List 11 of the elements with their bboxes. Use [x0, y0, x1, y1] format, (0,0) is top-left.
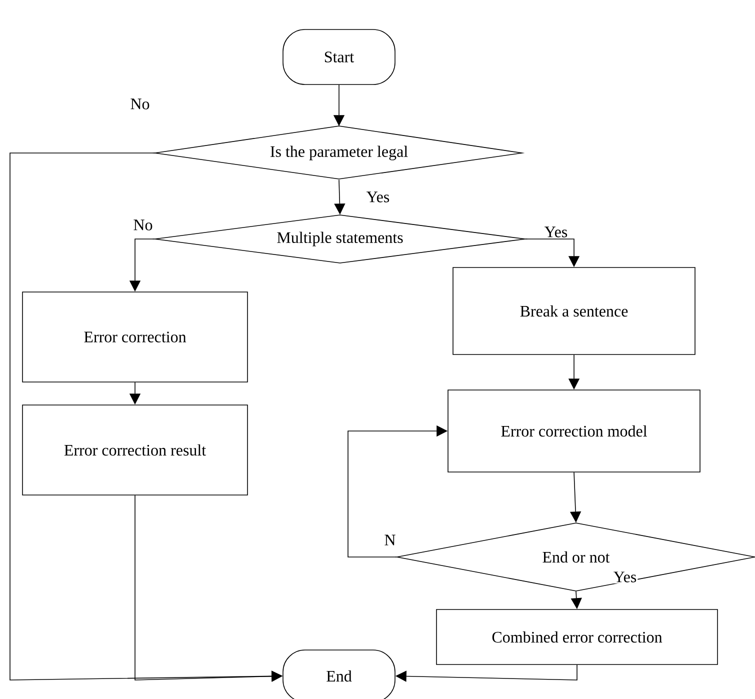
edge-label: Yes	[612, 570, 638, 584]
process-box: Error correction model	[448, 390, 700, 472]
process-box: Combined error correction	[436, 609, 718, 665]
edge-label: Yes	[365, 190, 391, 204]
process-box: Error correction result	[22, 404, 248, 496]
edge-label: N	[383, 534, 397, 546]
edge-label: No	[129, 98, 151, 110]
process-box: Error correction	[22, 292, 248, 382]
edge-label: No	[132, 218, 154, 232]
edge-label: Yes	[543, 226, 569, 238]
process-box: Break a sentence	[452, 267, 696, 355]
